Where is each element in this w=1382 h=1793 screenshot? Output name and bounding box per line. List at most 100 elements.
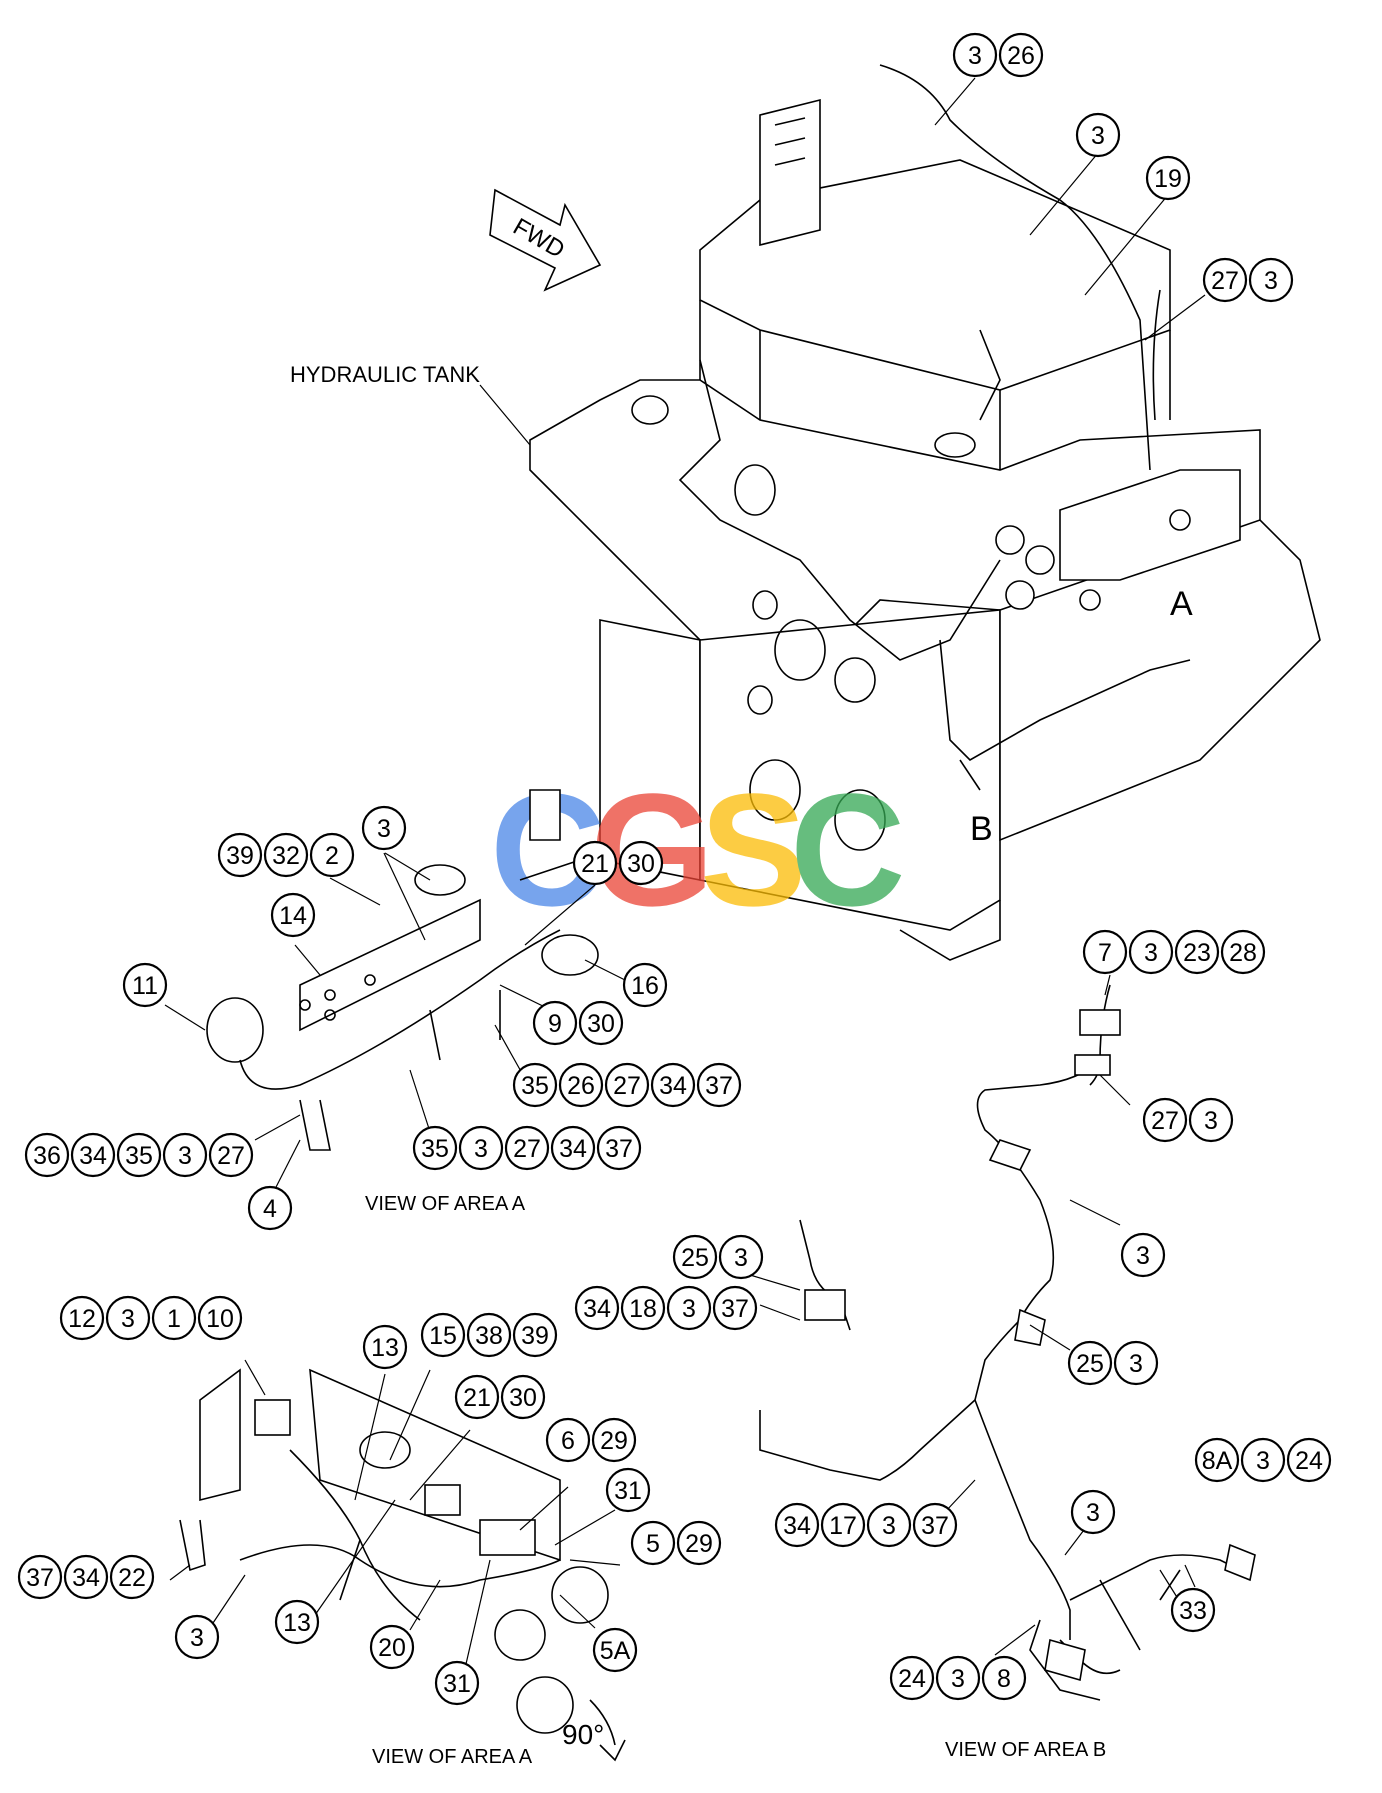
callout-number: 37 <box>705 1072 733 1100</box>
callout-circle <box>889 1655 935 1701</box>
callout-circle <box>500 1374 546 1420</box>
area-a-label: A <box>1170 585 1193 623</box>
callout-number: 10 <box>206 1305 234 1333</box>
svg-text:S: S <box>700 760 807 939</box>
callout-number: 34 <box>79 1142 107 1170</box>
callout-circle <box>952 32 998 78</box>
callout-top-19: 19 <box>1145 155 1191 201</box>
callout-circle <box>1170 1587 1216 1633</box>
callout-number: 26 <box>1007 42 1035 70</box>
callout-a-11: 11 <box>122 962 168 1008</box>
callout-circle <box>1286 1437 1332 1483</box>
callout-number: 37 <box>605 1135 633 1163</box>
callout-circle <box>981 1655 1027 1701</box>
callout-a-4: 4 <box>247 1185 293 1231</box>
callout-number: 16 <box>631 972 659 1000</box>
callout-circle <box>1248 257 1294 303</box>
callout-number: 8 <box>997 1665 1011 1693</box>
callout-c-3: 3 <box>174 1614 220 1660</box>
callout-c-31-top: 31 <box>605 1467 651 1513</box>
callout-circle <box>935 1655 981 1701</box>
callout-circle <box>1174 929 1220 975</box>
view-area-a-upper <box>206 789 599 1151</box>
callout-number: 3 <box>882 1512 896 1540</box>
callout-number: 37 <box>26 1564 54 1592</box>
callout-number: 3 <box>1264 267 1278 295</box>
callout-circle <box>696 1062 742 1108</box>
callout-number: 27 <box>217 1142 245 1170</box>
callout-circle <box>274 1599 320 1645</box>
view-area-b-caption: VIEW OF AREA B <box>945 1739 1106 1761</box>
callout-number: 3 <box>682 1295 696 1323</box>
hydraulic-tank-label: HYDRAULIC TANK <box>290 362 480 387</box>
callout-c-31-bottom: 31 <box>434 1660 480 1706</box>
callout-circle <box>362 1324 408 1370</box>
callout-circle <box>454 1374 500 1420</box>
callout-number: 34 <box>659 1072 687 1100</box>
callout-circle <box>1145 155 1191 201</box>
callout-circle <box>458 1125 504 1171</box>
callout-number: 3 <box>1204 1107 1218 1135</box>
callout-circle <box>122 962 168 1008</box>
callout-number: 27 <box>1211 267 1239 295</box>
callout-circle <box>1220 929 1266 975</box>
callout-circle <box>596 1125 642 1171</box>
area-b-label: B <box>970 810 993 848</box>
callout-number: 13 <box>371 1334 399 1362</box>
callout-number: 3 <box>121 1305 135 1333</box>
callout-number: 37 <box>721 1295 749 1323</box>
callout-number: 20 <box>378 1634 406 1662</box>
view-area-a-lower <box>179 1368 626 1762</box>
callout-circle <box>504 1125 550 1171</box>
callout-circle <box>620 1285 666 1331</box>
view-area-a-caption-2: VIEW OF AREA A <box>372 1746 533 1768</box>
callout-circle <box>217 832 263 878</box>
callout-circle <box>592 1627 638 1673</box>
callout-number: 6 <box>561 1427 575 1455</box>
callout-number: 25 <box>1076 1350 1104 1378</box>
callout-circle <box>162 1132 208 1178</box>
callout-number: 15 <box>429 1322 457 1350</box>
callout-number: 29 <box>600 1427 628 1455</box>
callout-top-27-3: 27 3 <box>1202 257 1294 303</box>
callout-number: 26 <box>567 1072 595 1100</box>
callout-circle <box>247 1185 293 1231</box>
callout-number: 3 <box>190 1624 204 1652</box>
callout-number: 32 <box>272 842 300 870</box>
callout-number: 34 <box>583 1295 611 1323</box>
callout-number: 28 <box>1229 939 1257 967</box>
callout-number: 12 <box>68 1305 96 1333</box>
callout-circle <box>116 1132 162 1178</box>
callout-circle <box>1070 1489 1116 1535</box>
callout-circle <box>59 1295 105 1341</box>
callout-circle <box>604 1062 650 1108</box>
callout-circle <box>361 805 407 851</box>
callout-circle <box>676 1520 722 1566</box>
svg-text:C: C <box>790 760 906 939</box>
callout-circle <box>866 1502 912 1548</box>
callout-number: 3 <box>1144 939 1158 967</box>
callout-circle <box>420 1312 466 1358</box>
callout-circle <box>774 1502 820 1548</box>
callout-number: 34 <box>783 1512 811 1540</box>
callout-circle <box>263 832 309 878</box>
callout-circle <box>1120 1232 1166 1278</box>
callout-circle <box>1188 1097 1234 1143</box>
callout-number: 24 <box>898 1665 926 1693</box>
callout-a-3: 3 <box>361 805 407 851</box>
callout-a-14: 14 <box>270 892 316 938</box>
callout-circle <box>998 32 1044 78</box>
callout-number: 11 <box>132 972 158 1000</box>
callout-number: 7 <box>1098 939 1112 967</box>
